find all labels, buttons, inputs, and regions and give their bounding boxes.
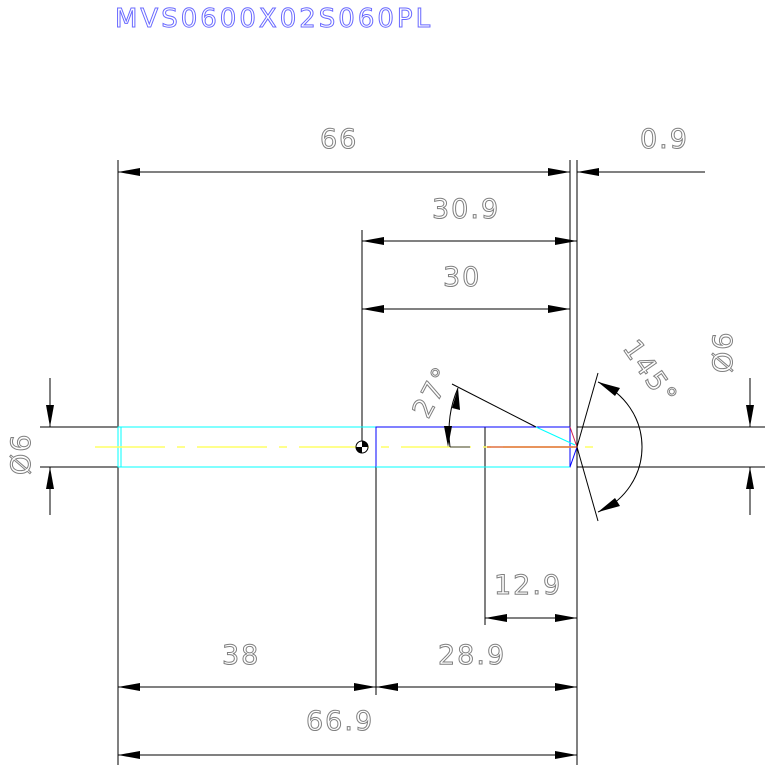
dim-helix-angle: 27° [407, 361, 460, 423]
dimension-lines [46, 168, 754, 759]
dim-38: 38 [222, 640, 260, 671]
dim-0-9: 0.9 [640, 124, 689, 155]
part-number-title: MVS0600X02S060PL [115, 4, 433, 34]
dim-diameter-right: Ø6 [708, 331, 739, 373]
dim-30: 30 [443, 262, 481, 293]
dim-28-9: 28.9 [438, 640, 506, 671]
dim-66: 66 [320, 124, 358, 155]
dim-66-9: 66.9 [306, 706, 374, 737]
dim-12-9: 12.9 [494, 570, 562, 601]
dim-point-angle: 145° [616, 334, 683, 412]
extension-lines [40, 160, 765, 765]
dim-30-9: 30.9 [432, 194, 500, 225]
tool-body [95, 426, 595, 468]
dim-diameter-left: Ø6 [6, 433, 37, 475]
